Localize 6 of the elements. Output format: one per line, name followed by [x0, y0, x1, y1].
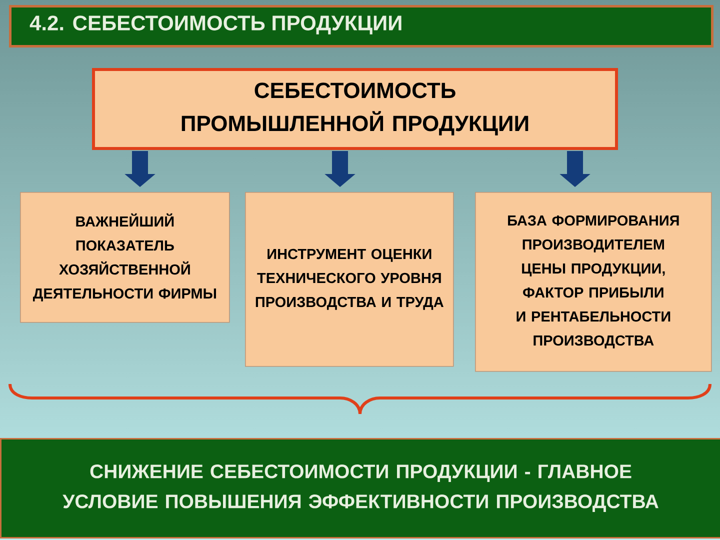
text-box: ВАЖНЕЙШИЙ ПОКАЗАТЕЛЬ ХОЗЯЙСТВЕННОЙ ДЕЯТЕЛЬНОСТИ ФИРМЫ: [20, 192, 230, 323]
text-box: ИНСТРУМЕНТ ОЦЕНКИ ТЕХНИЧЕСКОГО УРОВНЯ ПРОИЗВОДСТВА И ТРУДА: [245, 192, 454, 367]
summary-box: СЕБЕСТОИМОСТЬ ПРОМЫШЛЕННОЙ ПРОДУКЦИИ: [92, 68, 618, 150]
conclusion-band: СНИЖЕНИЕ СЕБЕСТОИМОСТИ ПРОДУКЦИИ - ГЛАВНОЕ УСЛОВИЕ ПОВЫШЕНИЯ ЭФФЕКТИВНОСТИ ПРОИЗВОДСТВА: [0, 438, 720, 538]
title: 4.2. СЕБЕСТОИМОСТЬ ПРОДУКЦИИ: [30, 16, 402, 34]
text-box: БАЗА ФОРМИРОВАНИЯ ПРОИЗВОДИТЕЛЕМ ЦЕНЫ ПРОДУКЦИИ, ФАКТОР ПРИБЫЛИ И РЕНТАБЕЛЬНОСТИ ПРОИЗВОДСТВА: [475, 192, 712, 372]
